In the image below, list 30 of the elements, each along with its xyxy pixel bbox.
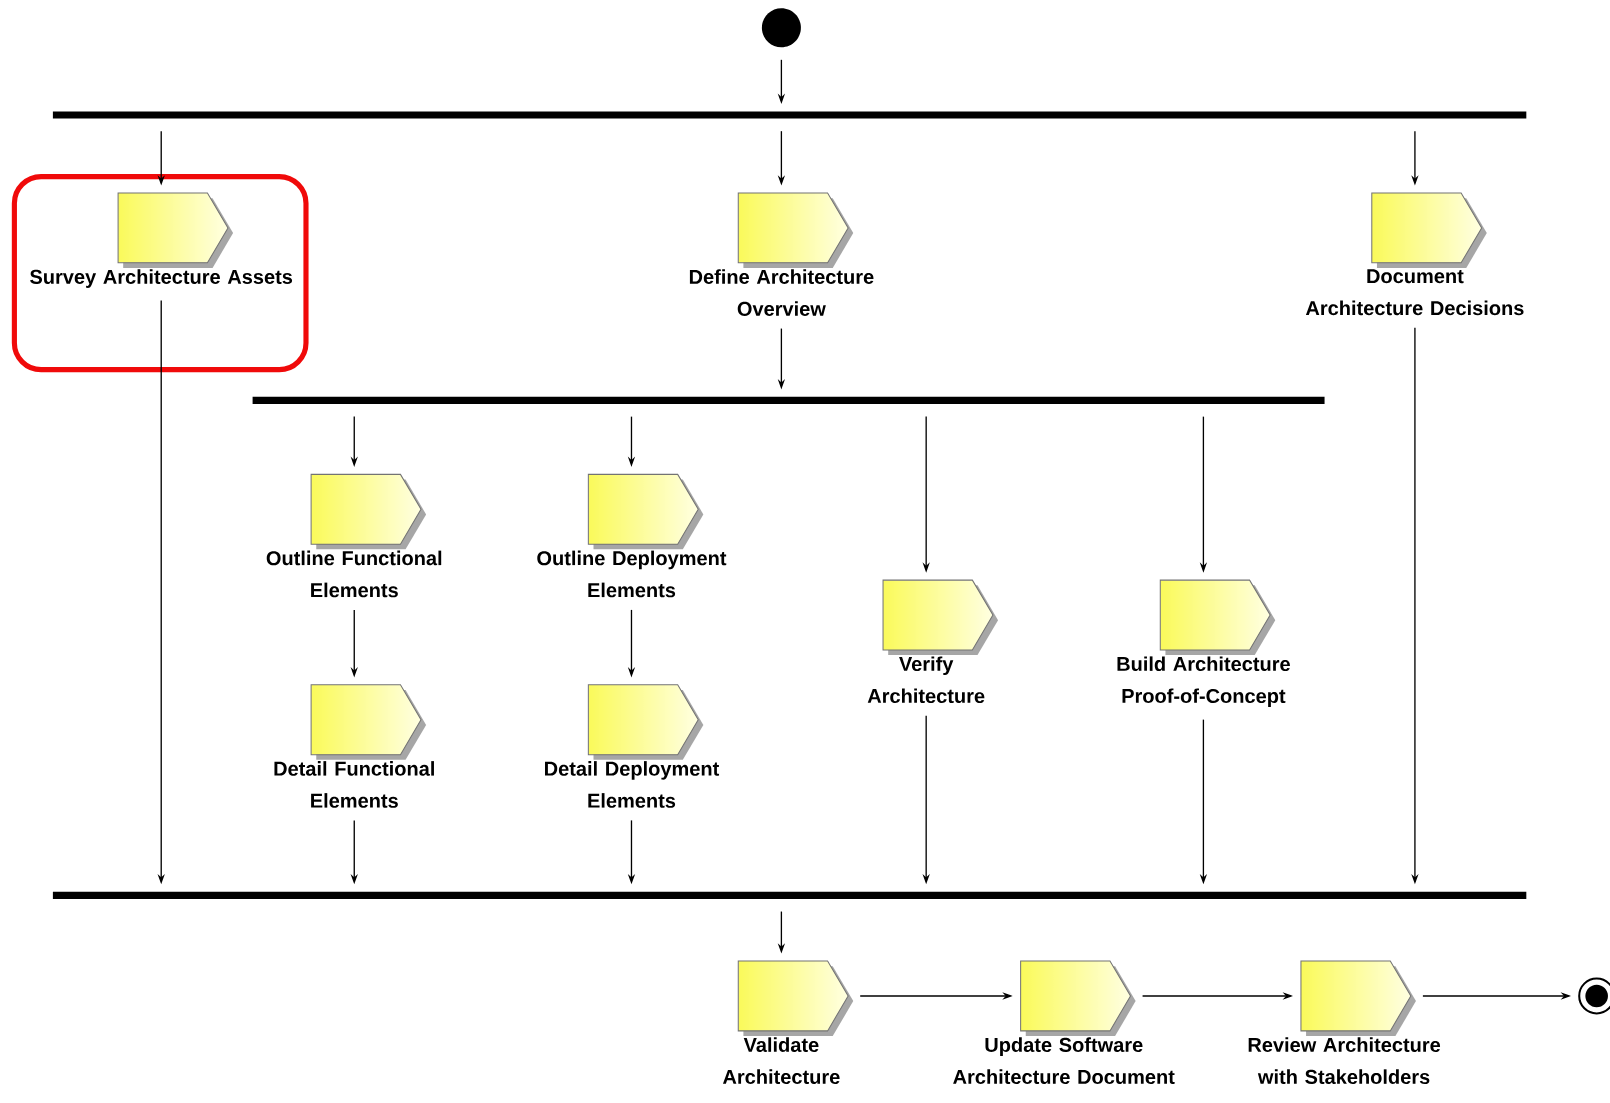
activity: Validate Architecture — [723, 960, 854, 1085]
node-label: Detail Deployment Elements — [545, 761, 720, 808]
sync-bar — [252, 396, 1325, 405]
node-label: Verify Architecture — [867, 656, 985, 704]
sync-bar — [52, 891, 1527, 900]
activity: Survey Architecture Assets — [30, 192, 293, 289]
activity: Define Architecture Overview — [689, 192, 874, 317]
activity: Outline Deployment Elements — [537, 474, 727, 598]
activity: Outline Functional Elements — [266, 474, 442, 598]
node-label: Outline Functional Elements — [266, 550, 442, 598]
activity: Review Architecture with Stakeholders — [1248, 960, 1441, 1085]
activity: Document Architecture Decisions — [1305, 192, 1524, 316]
node-label: Build Architecture Proof-of-Concept — [1117, 656, 1290, 708]
node-label: Define Architecture Overview — [689, 269, 874, 317]
node-label: Survey Architecture Assets — [30, 269, 293, 289]
start-dot — [761, 8, 801, 48]
node-label: Document Architecture Decisions — [1305, 269, 1524, 316]
sync-bar — [52, 111, 1527, 119]
activity: Detail Deployment Elements — [545, 684, 720, 808]
highlight-frame — [11, 174, 309, 373]
node-label: Detail Functional Elements — [274, 761, 434, 808]
activity: Verify Architecture — [867, 579, 999, 704]
end-dot — [1578, 977, 1610, 1015]
node-label: Validate Architecture — [722, 1037, 840, 1085]
activity: Build Architecture Proof-of-Concept — [1117, 579, 1290, 708]
activity: Detail Functional Elements — [274, 684, 434, 808]
node-label: Review Architecture with Stakeholders — [1248, 1037, 1441, 1085]
activity: Update Software Architecture Document — [953, 960, 1175, 1085]
node-label: Update Software Architecture Document — [953, 1037, 1175, 1085]
node-label: Outline Deployment Elements — [537, 550, 727, 598]
